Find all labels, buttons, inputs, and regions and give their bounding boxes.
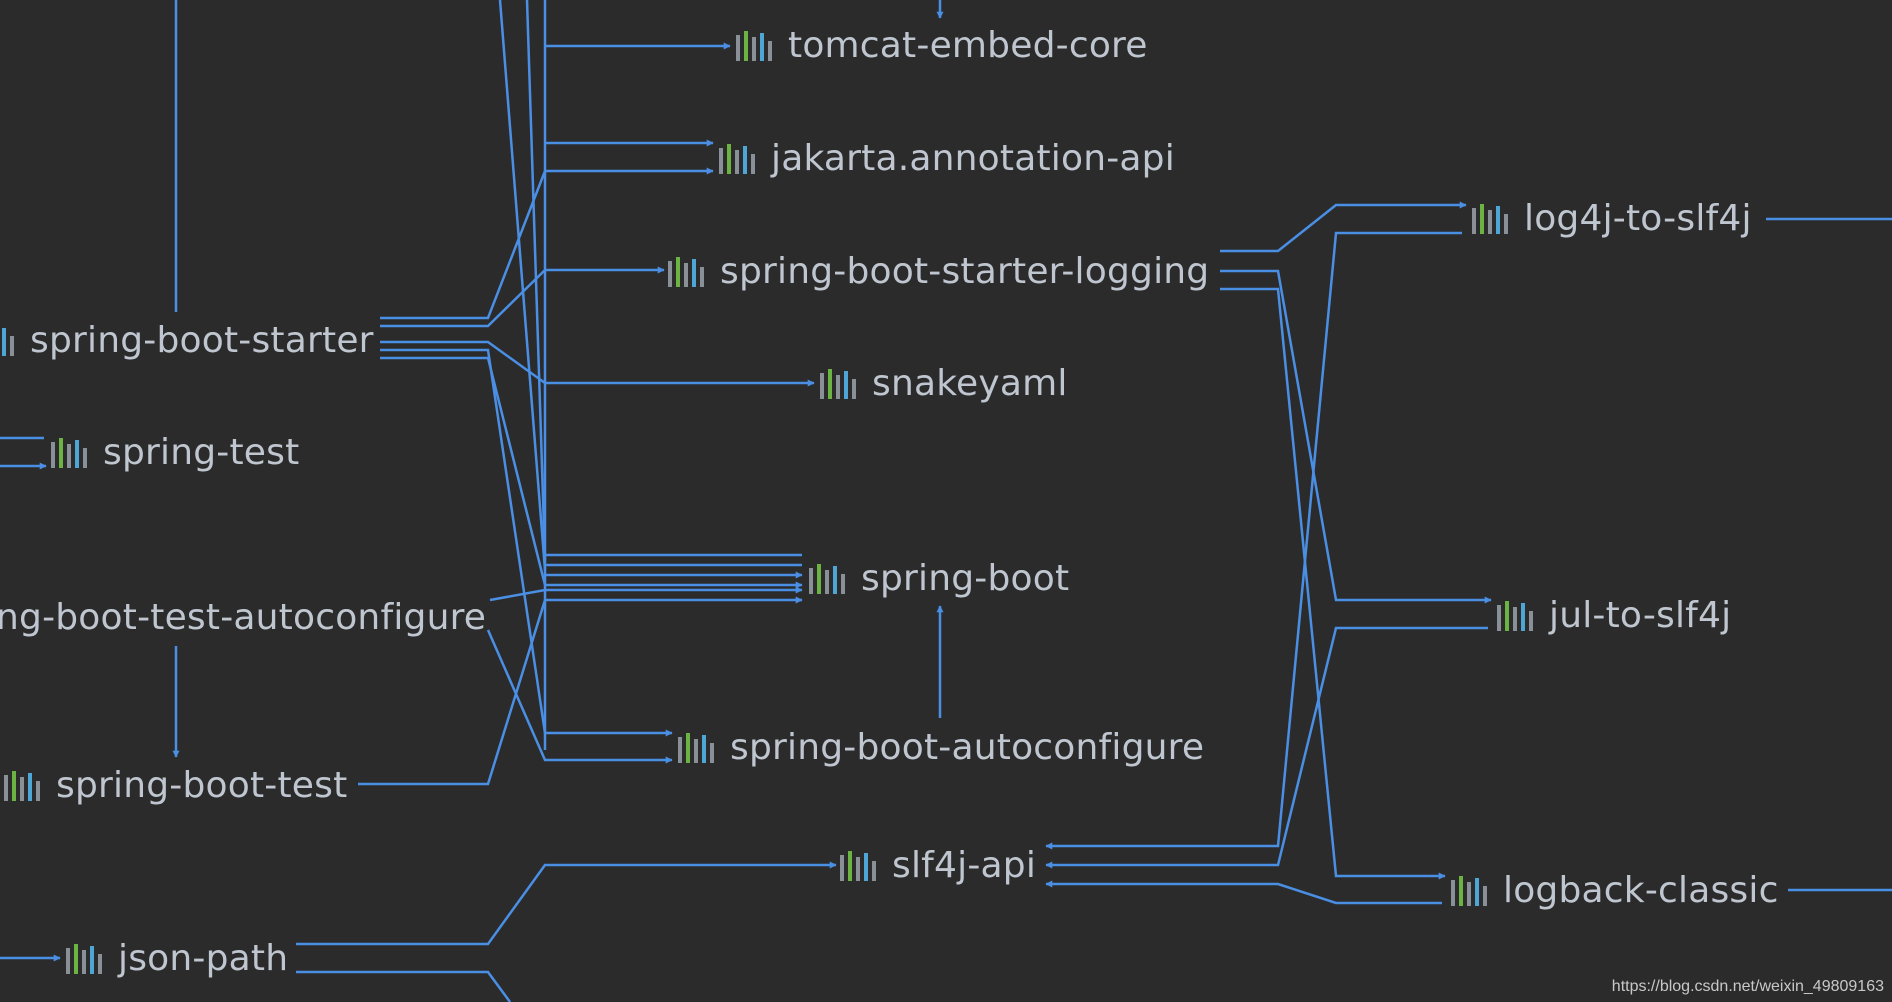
edge-path [1045,231,1462,850]
node-label: spring-boot-test [56,765,348,806]
library-icon [1472,204,1508,234]
node-json-path[interactable]: json-path [66,935,288,983]
library-icon [678,733,714,763]
library-icon [719,144,755,174]
node-label: slf4j-api [892,845,1037,886]
edge-path [296,861,837,946]
node-label: logback-classic [1503,870,1779,911]
node-log4j-to-slf4j[interactable]: log4j-to-slf4j [1472,195,1752,243]
node-label: spring-boot [861,558,1070,599]
node-label: jul-to-slf4j [1549,595,1732,636]
library-icon [840,851,876,881]
node-label: log4j-to-slf4j [1524,198,1752,239]
edge-path [380,266,665,328]
library-icon [820,369,856,399]
node-jakarta-annotation-api[interactable]: jakarta.annotation-api [719,135,1175,183]
node-spring-boot-starter[interactable]: spring-boot-starter [0,317,374,365]
node-jul-to-slf4j[interactable]: jul-to-slf4j [1497,592,1731,640]
library-icon [1451,876,1487,906]
library-icon [736,31,772,61]
node-snakeyaml[interactable]: snakeyaml [820,360,1068,408]
library-icon [668,257,704,287]
node-label: spring-boot-starter [30,320,374,361]
node-label: tomcat-embed-core [788,25,1148,66]
node-spring-boot-starter-logging[interactable]: spring-boot-starter-logging [668,248,1209,296]
edge-path [498,0,547,571]
node-label: spring-test [103,432,300,473]
library-icon [4,771,40,801]
edge-path [296,970,512,1002]
edge-path [486,629,673,764]
library-icon [809,564,845,594]
edge-path [1220,269,1492,604]
watermark-url: https://blog.csdn.net/weixin_49809163 [1611,978,1884,995]
edge-path [380,340,815,387]
edge-path [1220,201,1467,253]
node-slf4j-api[interactable]: slf4j-api [840,842,1036,890]
library-icon [66,944,102,974]
library-icon [51,438,87,468]
node-logback-classic[interactable]: logback-classic [1451,867,1779,915]
node-spring-boot-test[interactable]: spring-boot-test [4,762,347,810]
edge-path [1045,626,1488,869]
edge-path [489,586,803,602]
node-label: ng-boot-test-autoconfigure [0,597,487,638]
node-spring-boot-autoconfigure[interactable]: spring-boot-autoconfigure [678,724,1204,772]
edge-path [380,356,803,589]
node-label: json-path [118,938,289,979]
edge-path [1045,880,1442,905]
node-label: jakarta.annotation-api [771,138,1175,179]
node-label: snakeyaml [872,363,1068,404]
node-spring-boot[interactable]: spring-boot [809,555,1069,603]
node-spring-boot-test-autoconfigure[interactable]: ng-boot-test-autoconfigure [0,594,486,642]
node-spring-test[interactable]: spring-test [51,429,299,477]
node-tomcat-embed-core[interactable]: tomcat-embed-core [736,22,1148,70]
edge-path [1220,287,1446,880]
edge-path [380,348,673,737]
edge-path [380,167,714,320]
node-label: spring-boot-autoconfigure [730,727,1205,768]
library-icon [1497,601,1533,631]
node-label: spring-boot-starter-logging [720,251,1210,292]
library-icon [0,326,14,356]
